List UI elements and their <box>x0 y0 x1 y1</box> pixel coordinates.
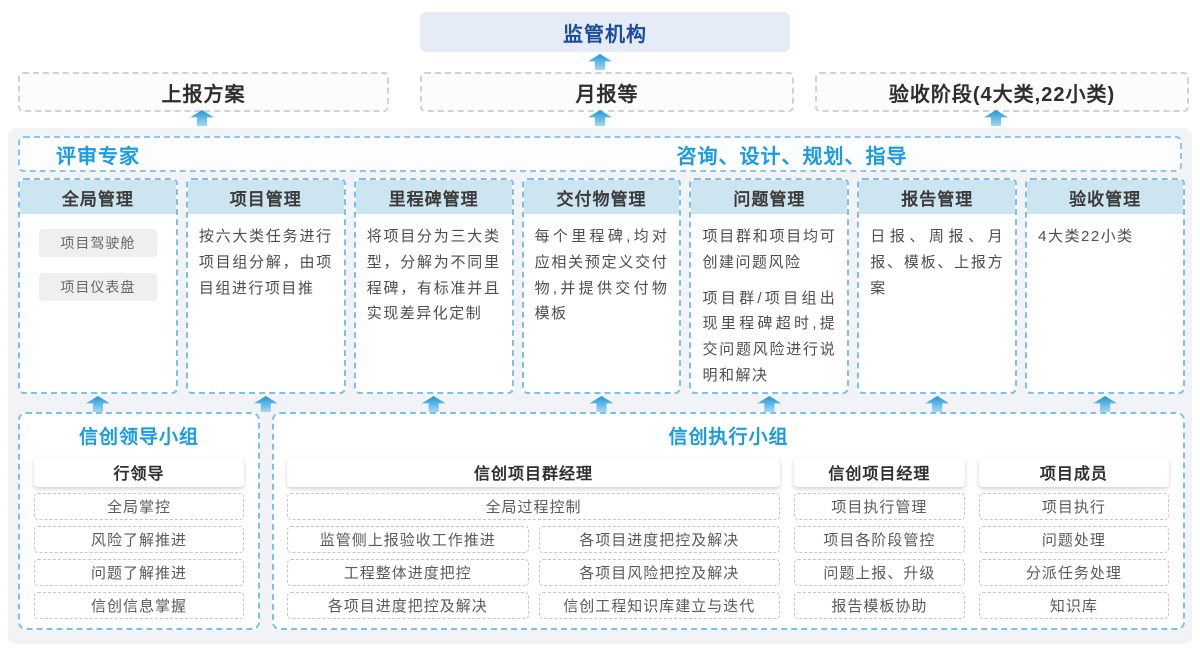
member-block: 项目成员 项目执行 问题处理 分派任务处理 知识库 <box>978 457 1170 619</box>
task-item: 信创工程知识库建立与迭代 <box>538 592 781 619</box>
report-box-acceptance: 验收阶段(4大类,22小类) <box>815 72 1189 112</box>
column-acceptance-management: 验收管理 4大类22小类 <box>1025 178 1186 394</box>
experts-band: 评审专家 咨询、设计、规划、指导 <box>18 136 1182 172</box>
arrow-up-icon <box>1093 396 1118 412</box>
regulator-box: 监管机构 <box>420 12 790 52</box>
role-box-program-manager: 信创项目群经理 <box>287 457 781 487</box>
column-issue-management: 问题管理 项目群和项目均可创建问题风险 项目群/项目组出现里程碑超时,提交问题风… <box>689 178 850 394</box>
task-item: 问题了解推进 <box>34 559 244 586</box>
arrow-up-icon <box>190 110 214 126</box>
experts-label: 评审专家 <box>56 145 140 168</box>
column-global-management: 全局管理 项目驾驶舱 项目仪表盘 <box>18 178 178 394</box>
column-body: 将项目分为三大类型，分解为不同里程碑，有标准并且实现差异化定制 <box>356 214 512 347</box>
task-item: 各项目进度把控及解决 <box>538 526 781 553</box>
task-item: 风险了解推进 <box>34 526 244 553</box>
arrow-up-icon <box>757 396 782 412</box>
column-milestone-management: 里程碑管理 将项目分为三大类型，分解为不同里程碑，有标准并且实现差异化定制 <box>353 178 514 394</box>
arrow-up-icon <box>588 54 612 70</box>
role-box-bank-leader: 行领导 <box>34 457 244 487</box>
task-item: 全局掌控 <box>34 493 244 520</box>
report-box-plan: 上报方案 <box>18 72 389 112</box>
project-manager-block: 信创项目经理 项目执行管理 项目各阶段管控 问题上报、升级 报告模板协助 <box>794 457 965 619</box>
column-paragraph: 4大类22小类 <box>1038 228 1134 245</box>
column-title: 里程碑管理 <box>355 180 512 214</box>
arrow-up-icon <box>588 110 612 126</box>
column-project-management: 项目管理 按六大类任务进行项目组分解，由项目组进行项目推 <box>185 178 346 394</box>
column-title: 项目管理 <box>187 180 344 214</box>
column-body: 项目驾驶舱 项目仪表盘 <box>20 214 176 327</box>
pill-item: 项目仪表盘 <box>38 273 157 301</box>
role-box-project-manager: 信创项目经理 <box>794 457 965 487</box>
column-paragraph: 将项目分为三大类型，分解为不同里程碑，有标准并且实现差异化定制 <box>366 228 501 323</box>
task-item: 报告模板协助 <box>794 592 965 619</box>
arrow-up-icon <box>421 396 446 412</box>
column-paragraph: 日报、周报、月报、模板、上报方案 <box>870 228 1005 297</box>
regulator-label: 监管机构 <box>563 23 647 46</box>
column-body: 4大类22小类 <box>1027 214 1183 270</box>
task-item: 工程整体进度把控 <box>287 559 529 586</box>
pill-item: 项目驾驶舱 <box>38 229 157 257</box>
column-body: 项目群和项目均可创建问题风险 项目群/项目组出现里程碑超时,提交问题风险进行说明… <box>691 214 847 392</box>
arrow-up-icon <box>589 396 614 412</box>
arrow-up-icon <box>925 396 950 412</box>
task-item: 项目各阶段管控 <box>794 526 965 553</box>
task-item: 分派任务处理 <box>978 559 1170 586</box>
column-paragraph: 每个里程碑,均对应相关预定义交付物,并提供交付物模板 <box>534 228 669 323</box>
role-box-member: 项目成员 <box>978 457 1170 487</box>
task-item: 问题处理 <box>978 526 1170 553</box>
task-item: 项目执行 <box>978 493 1170 520</box>
task-item: 问题上报、升级 <box>794 559 965 586</box>
task-item: 各项目进度把控及解决 <box>287 592 529 619</box>
task-item: 各项目风险把控及解决 <box>538 559 781 586</box>
group-title: 信创执行小组 <box>668 427 789 448</box>
report-box-label: 上报方案 <box>161 83 246 106</box>
column-report-management: 报告管理 日报、周报、月报、模板、上报方案 <box>857 178 1018 394</box>
arrow-up-icon <box>253 396 278 412</box>
column-deliverable-management: 交付物管理 每个里程碑,均对应相关预定义交付物,并提供交付物模板 <box>521 178 682 394</box>
task-item: 项目执行管理 <box>794 493 965 520</box>
column-title: 全局管理 <box>20 180 176 214</box>
arrow-up-icon <box>984 110 1008 126</box>
column-paragraph: 按六大类任务进行项目组分解，由项目组进行项目推 <box>198 228 333 297</box>
task-item: 全局过程控制 <box>287 493 781 520</box>
program-manager-block: 信创项目群经理 全局过程控制 监管侧上报验收工作推进 各项目进度把控及解决 工程… <box>287 457 781 619</box>
task-item: 信创信息掌握 <box>34 592 244 619</box>
column-title: 交付物管理 <box>523 180 680 214</box>
column-title: 报告管理 <box>859 180 1016 214</box>
column-paragraph: 项目群/项目组出现里程碑超时,提交问题风险进行说明和解决 <box>702 289 837 384</box>
leadership-group: 信创领导小组 行领导 全局掌控 风险了解推进 问题了解推进 信创信息掌握 <box>18 412 260 630</box>
task-item: 监管侧上报验收工作推进 <box>287 526 529 553</box>
management-columns: 全局管理 项目驾驶舱 项目仪表盘 项目管理 按六大类任务进行项目组分解，由项目组… <box>18 178 1186 394</box>
group-title: 信创领导小组 <box>78 427 199 448</box>
column-body: 每个里程碑,均对应相关预定义交付物,并提供交付物模板 <box>524 214 680 347</box>
services-label: 咨询、设计、规划、指导 <box>676 145 908 168</box>
report-box-monthly: 月报等 <box>420 72 794 112</box>
column-body: 按六大类任务进行项目组分解，由项目组进行项目推 <box>188 214 344 321</box>
column-paragraph: 项目群和项目均可创建问题风险 <box>702 228 837 271</box>
arrow-up-icon <box>85 396 110 412</box>
report-box-label: 验收阶段(4大类,22小类) <box>888 83 1116 106</box>
execution-group: 信创执行小组 信创项目群经理 全局过程控制 监管侧上报验收工作推进 各项目进度把… <box>272 412 1185 630</box>
column-title: 问题管理 <box>691 180 848 214</box>
task-item: 知识库 <box>978 592 1170 619</box>
column-title: 验收管理 <box>1027 180 1184 214</box>
group-to-column-arrows <box>18 396 1185 412</box>
report-box-label: 月报等 <box>575 83 639 106</box>
column-body: 日报、周报、月报、模板、上报方案 <box>859 214 1015 321</box>
